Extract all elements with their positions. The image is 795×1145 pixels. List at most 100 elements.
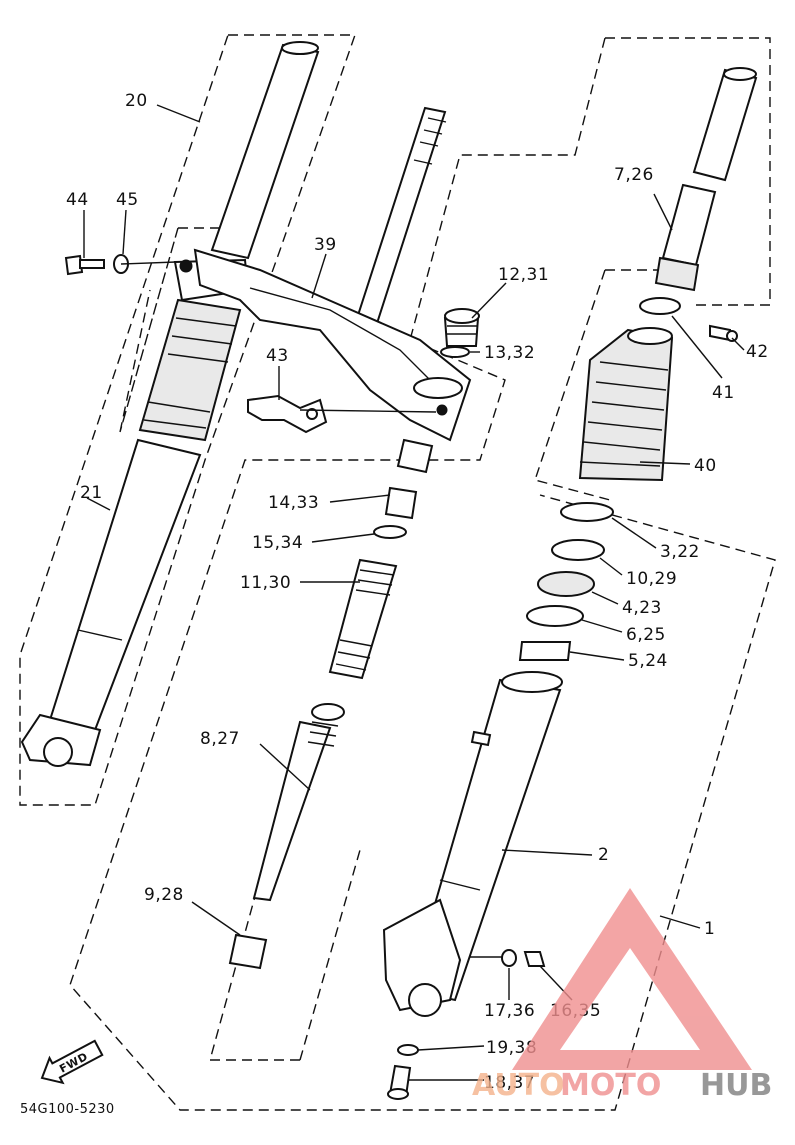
leader-14-33 (329, 494, 391, 503)
leader-8-27 (259, 743, 311, 791)
bush-5-24 (518, 641, 572, 661)
o-ring-13-32 (440, 346, 470, 358)
leader-12-31 (471, 282, 507, 319)
circlip-3-22 (560, 502, 614, 522)
leader-20 (156, 104, 201, 123)
callout-12-31: 12,31 (498, 265, 549, 285)
leader-lines (83, 104, 745, 1081)
stem-thread (413, 117, 447, 165)
bolt-44-shank (79, 259, 105, 269)
cable-guide-hole (306, 408, 318, 420)
drain-bolt (523, 951, 546, 967)
steering-stem (348, 106, 447, 347)
taper-spindle-body (228, 933, 268, 970)
left-pinch-bolt (179, 259, 193, 273)
leader-41 (671, 315, 723, 379)
washer-6-25 (526, 605, 584, 627)
right-inner-lower (661, 183, 717, 267)
callout-2: 2 (598, 845, 609, 865)
callout-39: 39 (314, 235, 337, 255)
right-inner-upper (692, 68, 758, 182)
damper-rod-body (252, 720, 332, 902)
right-pinch-bolt (436, 404, 448, 416)
spacer-14-33 (384, 486, 418, 520)
leader-1 (659, 915, 701, 929)
steering-stem-assembly (179, 106, 472, 442)
bolt-18-37 (387, 1064, 412, 1100)
watermark: AUTO MOTO HUB (472, 888, 772, 1103)
leader-45 (122, 209, 127, 255)
boot-40-ribs (579, 361, 669, 467)
leader-5-24 (569, 651, 625, 661)
cap-bolt-thread (447, 325, 477, 335)
fwd-arrow: FWD (40, 1039, 104, 1085)
boot-ribs (143, 317, 237, 429)
outline-right-boot (534, 269, 695, 501)
boot-40-top (627, 327, 673, 345)
outer-tube-tab (470, 730, 492, 747)
callout-labels: 20 44 45 39 12,31 13,32 43 7,26 42 41 40… (66, 91, 768, 1093)
callout-10-29: 10,29 (626, 569, 677, 589)
callout-17-36: 17,36 (484, 1001, 535, 1021)
washer-17-36 (501, 949, 517, 967)
callout-8-27: 8,27 (200, 729, 240, 749)
leader-4-23 (591, 591, 619, 605)
left-outer-tube (48, 438, 202, 732)
callout-13-32: 13,32 (484, 343, 535, 363)
outline-lower-inner (209, 849, 361, 1061)
callout-40: 40 (694, 456, 717, 476)
damper-rod-8-27 (252, 703, 345, 902)
bolt-44 (64, 254, 105, 276)
drain-bolt-16-35 (523, 951, 546, 967)
callout-18-37: 18,37 (484, 1073, 535, 1093)
rings-stack (518, 502, 614, 661)
right-inner-tube-7-26 (654, 67, 758, 292)
cable-guide-body (247, 394, 328, 434)
callout-11-30: 11,30 (240, 573, 291, 593)
leader-21 (86, 497, 111, 511)
inner-tube-20 (210, 43, 320, 260)
collar-lower-stem (396, 438, 434, 474)
taper-spindle-9-28 (228, 933, 268, 970)
right-inner-top (723, 67, 757, 81)
callout-9-28: 9,28 (144, 885, 184, 905)
watermark-auto: AUTO (472, 1068, 565, 1103)
right-clamp-boss (413, 377, 463, 399)
leader-19-38 (417, 1045, 485, 1051)
callout-43: 43 (266, 346, 289, 366)
right-outer-tube-2 (382, 671, 563, 1017)
callout-45: 45 (116, 190, 139, 210)
cap-bolt-top (444, 308, 480, 324)
callout-44: 44 (66, 190, 89, 210)
leader-6-25 (581, 619, 623, 633)
cable-guide-43 (247, 394, 328, 434)
callout-7-26: 7,26 (614, 165, 654, 185)
screw-42-head (726, 330, 738, 342)
leader-10-29 (599, 557, 623, 576)
seat-15-34 (373, 525, 407, 539)
callout-4-23: 4,23 (622, 598, 662, 618)
callout-21: 21 (80, 483, 103, 503)
screw-42 (709, 324, 738, 342)
bracket-rib (249, 287, 441, 391)
leader-45-bracket (120, 261, 177, 265)
callout-3-22: 3,22 (660, 542, 700, 562)
boot-40-body (578, 328, 674, 482)
leader-7-26 (653, 193, 673, 231)
leader-43-bolt (299, 409, 437, 413)
leader-2 (501, 849, 593, 856)
watermark-moto: MOTO (560, 1068, 661, 1103)
leader-9-28 (191, 901, 241, 936)
under-bracket-39 (193, 248, 472, 442)
leader-15-34 (311, 533, 375, 543)
callout-41: 41 (712, 383, 735, 403)
outline-left-fork (19, 34, 356, 806)
outer-tube-mouth (501, 671, 563, 693)
part-code: 54G100-5230 (20, 1102, 115, 1117)
callout-14-33: 14,33 (268, 493, 319, 513)
right-inner-bush (654, 256, 700, 292)
cap-bolt-12-31 (443, 308, 480, 347)
bolt-18-37-head (387, 1088, 409, 1100)
leader-40 (639, 461, 691, 465)
